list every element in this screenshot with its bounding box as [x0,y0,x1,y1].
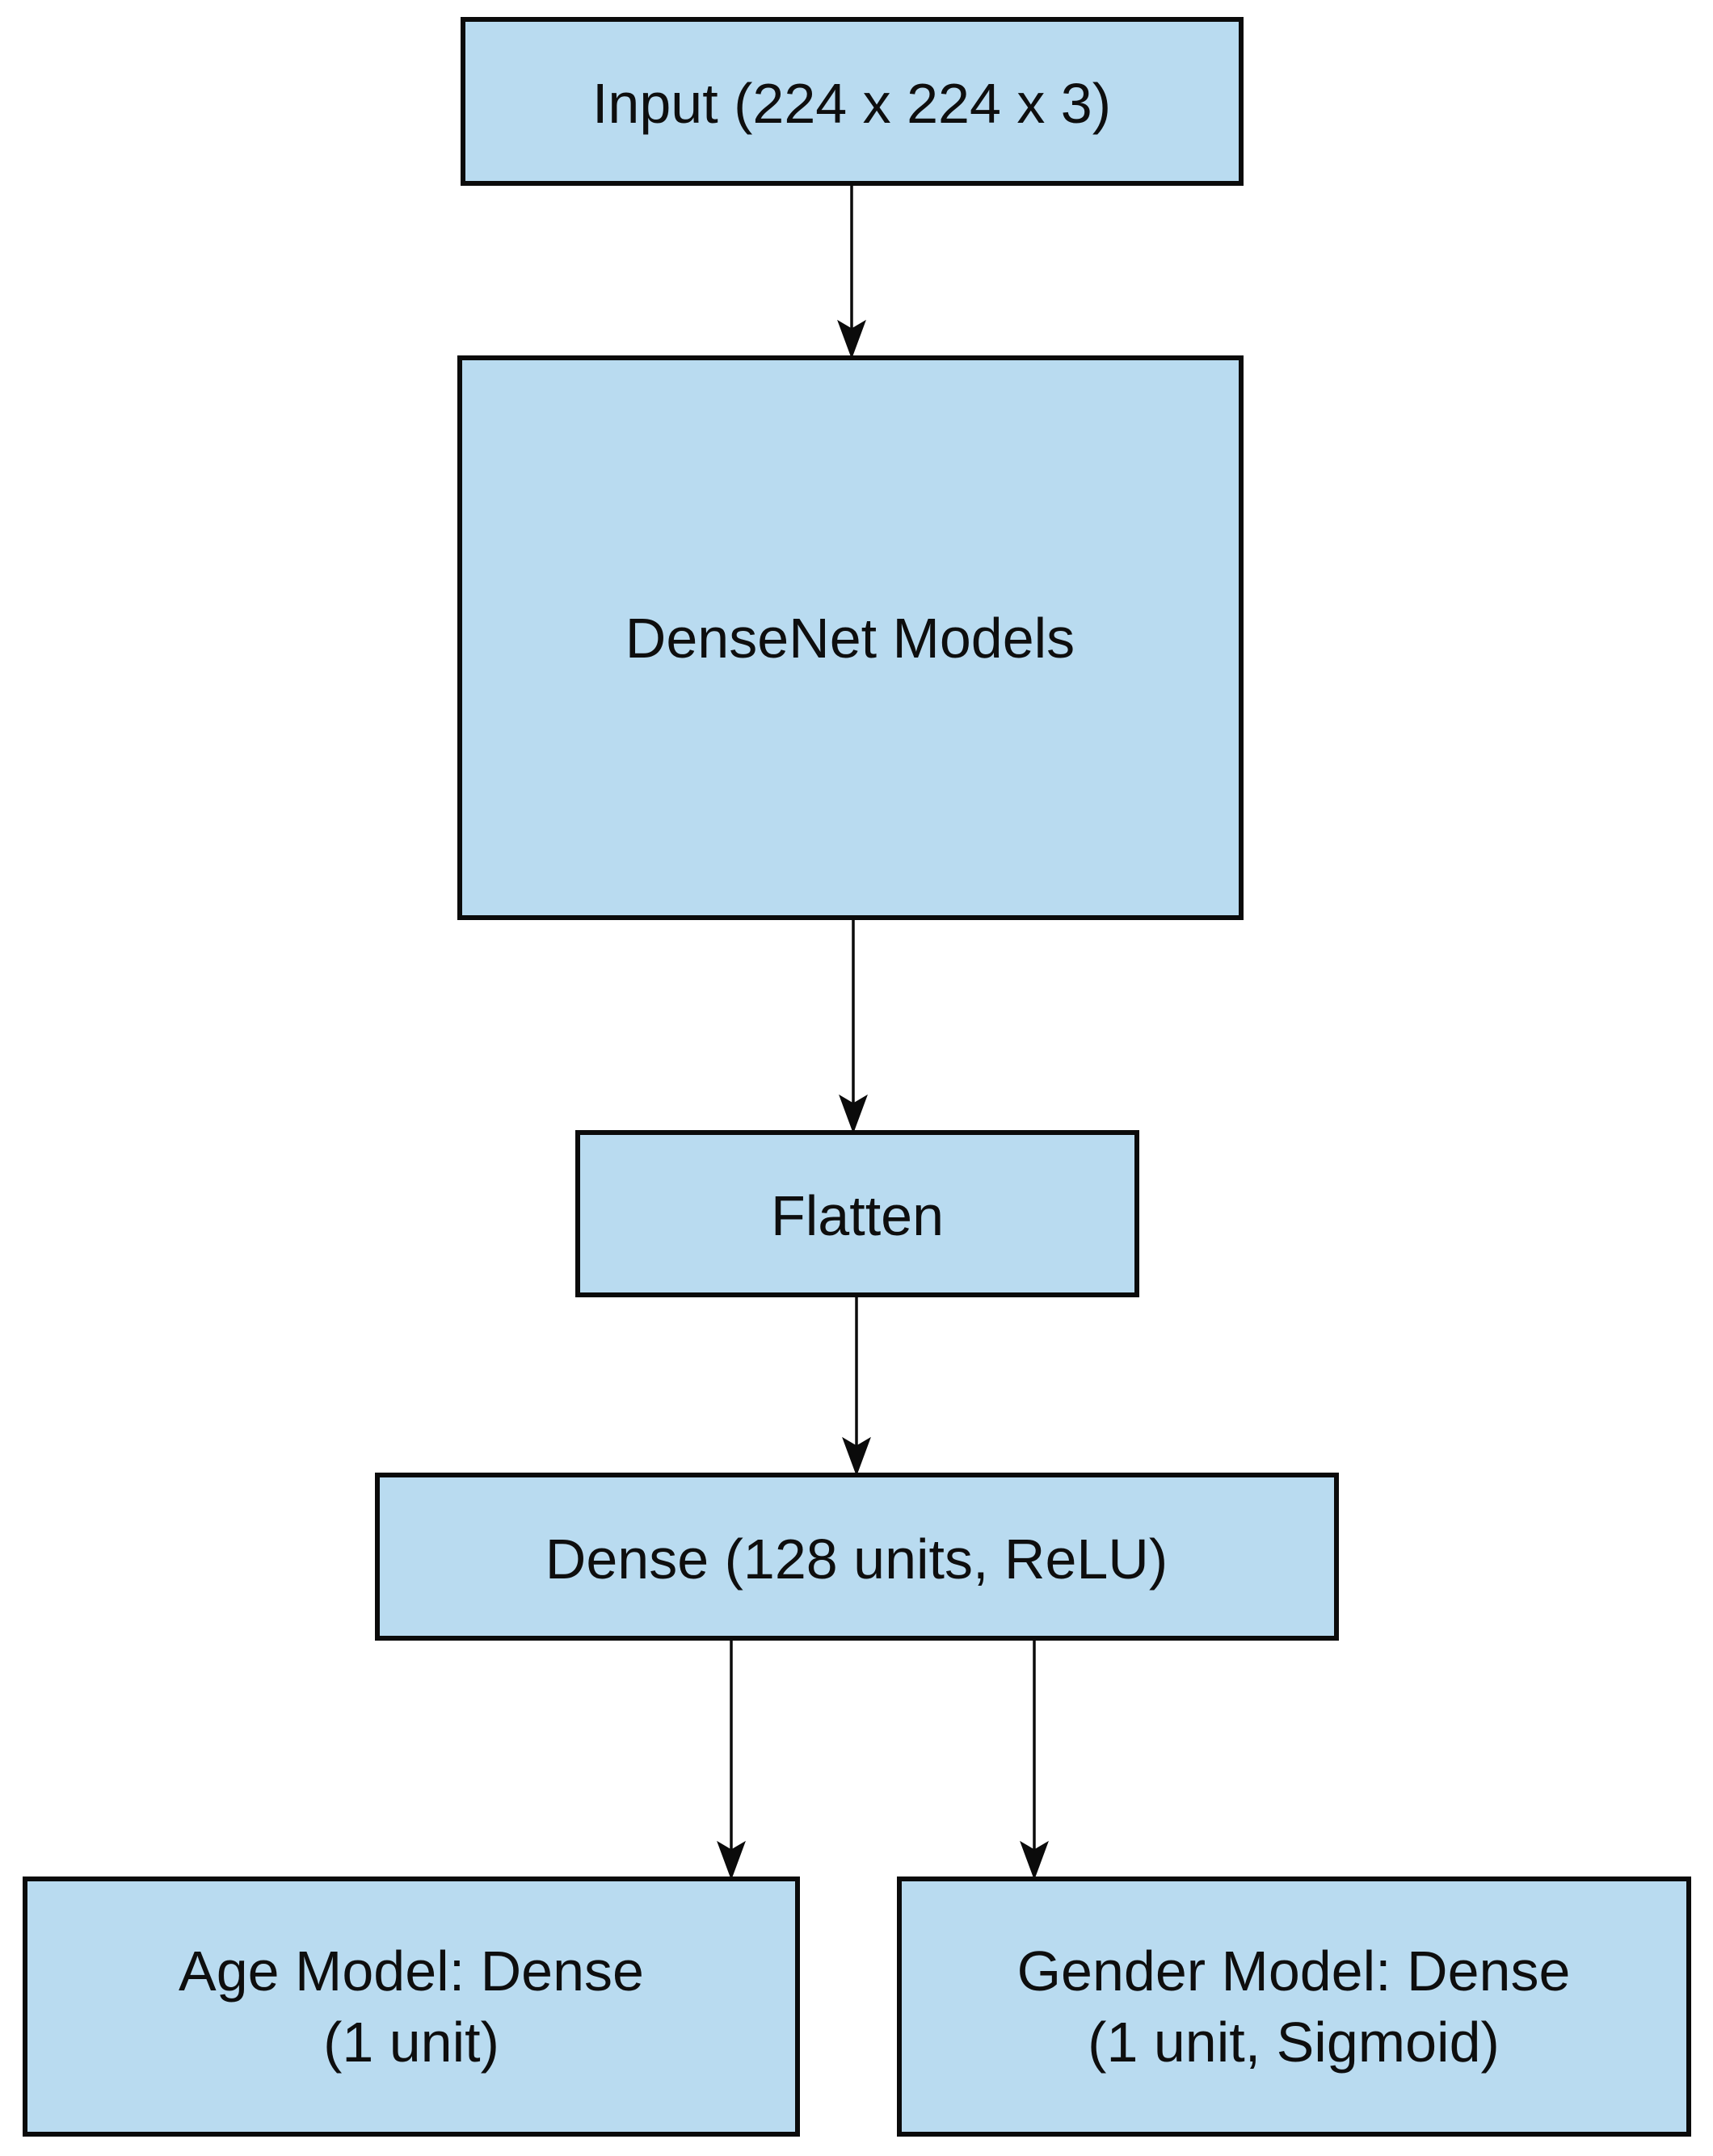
node-gender-model-label-line1: Gender Model: Dense [1017,1940,1571,2003]
node-densenet-label: DenseNet Models [625,607,1075,670]
node-gender-model: Gender Model: Dense (1 unit, Sigmoid) [897,1877,1691,2137]
edge-flatten-dense-arrowhead-icon [842,1436,871,1477]
node-input-box [461,17,1244,186]
node-flatten-label: Flatten [771,1184,944,1247]
node-input: Input (224 x 224 x 3) [461,17,1244,186]
node-flatten-box [575,1130,1139,1297]
edge-dense-gender-arrowhead-icon [1020,1840,1049,1881]
node-densenet-box [457,355,1244,920]
node-densenet: DenseNet Models [457,355,1244,920]
diagram-edges [717,184,1049,1881]
node-gender-model-box [897,1877,1691,2137]
node-flatten: Flatten [575,1130,1139,1297]
node-dense: Dense (128 units, ReLU) [375,1473,1339,1641]
node-dense-box [375,1473,1339,1641]
node-age-model: Age Model: Dense (1 unit) [23,1877,800,2137]
node-age-model-label-line2: (1 unit) [323,2011,499,2074]
node-input-label: Input (224 x 224 x 3) [592,72,1111,135]
node-dense-label: Dense (128 units, ReLU) [545,1528,1168,1591]
edge-dense-age-arrowhead-icon [717,1840,746,1881]
node-gender-model-label-line2: (1 unit, Sigmoid) [1088,2011,1500,2074]
node-age-model-label-line1: Age Model: Dense [179,1940,644,2003]
node-age-model-box [23,1877,800,2137]
edge-input-densenet-arrowhead-icon [837,319,866,359]
edge-densenet-flatten-arrowhead-icon [839,1094,868,1134]
